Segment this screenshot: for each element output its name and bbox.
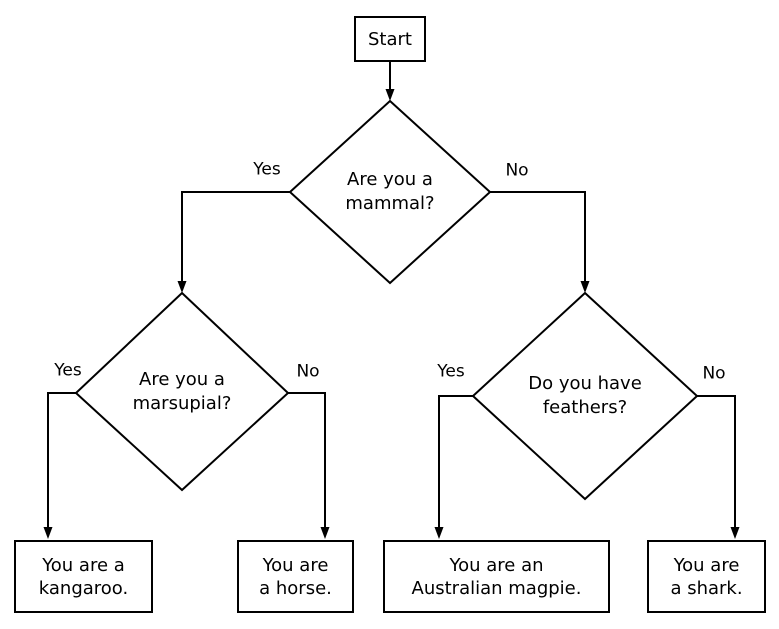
decision-feathers-question: Do you have feathers? [528, 373, 642, 418]
edge-label-mammal-no: No [505, 160, 529, 181]
result-node-magpie: You are an Australian magpie. [383, 540, 610, 613]
edge-label-mammal-yes: Yes [253, 159, 281, 180]
edge-feathers-yes [438, 395, 473, 528]
arrowhead-feathers-no [730, 527, 740, 539]
edge-label-feathers-yes: Yes [437, 361, 465, 382]
decision-diamond-feathers [471, 291, 699, 501]
decision-diamond-mammal [288, 99, 492, 285]
result-kangaroo-label: You are a kangaroo. [38, 554, 129, 599]
decision-mammal-question: Are you a mammal? [345, 169, 435, 214]
edge-feathers-no [697, 395, 736, 528]
decision-diamond-marsupial [74, 291, 290, 492]
edge-label-marsupial-yes: Yes [54, 360, 82, 381]
result-shark-label: You are a shark. [670, 554, 743, 599]
edge-mammal-no [490, 191, 586, 282]
start-node: Start [354, 16, 426, 62]
result-magpie-label: You are an Australian magpie. [411, 554, 582, 599]
result-node-horse: You are a horse. [237, 540, 354, 613]
edge-label-marsupial-no: No [296, 361, 320, 382]
arrowhead-marsupial-no [320, 527, 330, 539]
edge-label-feathers-no: No [702, 363, 726, 384]
result-horse-label: You are a horse. [259, 554, 332, 599]
edge-mammal-yes [181, 191, 290, 282]
start-node-label: Start [368, 28, 412, 50]
edge-marsupial-no [288, 392, 326, 528]
result-node-shark: You are a shark. [647, 540, 766, 613]
arrowhead-marsupial-yes [43, 527, 53, 539]
result-node-kangaroo: You are a kangaroo. [14, 540, 153, 613]
decision-marsupial-question: Are you a marsupial? [132, 369, 232, 414]
arrowhead-mammal-yes [177, 281, 187, 293]
arrowhead-start-to-mammal [385, 89, 395, 101]
arrowhead-mammal-no [580, 281, 590, 293]
arrowhead-feathers-yes [434, 527, 444, 539]
edge-marsupial-yes [47, 392, 76, 528]
